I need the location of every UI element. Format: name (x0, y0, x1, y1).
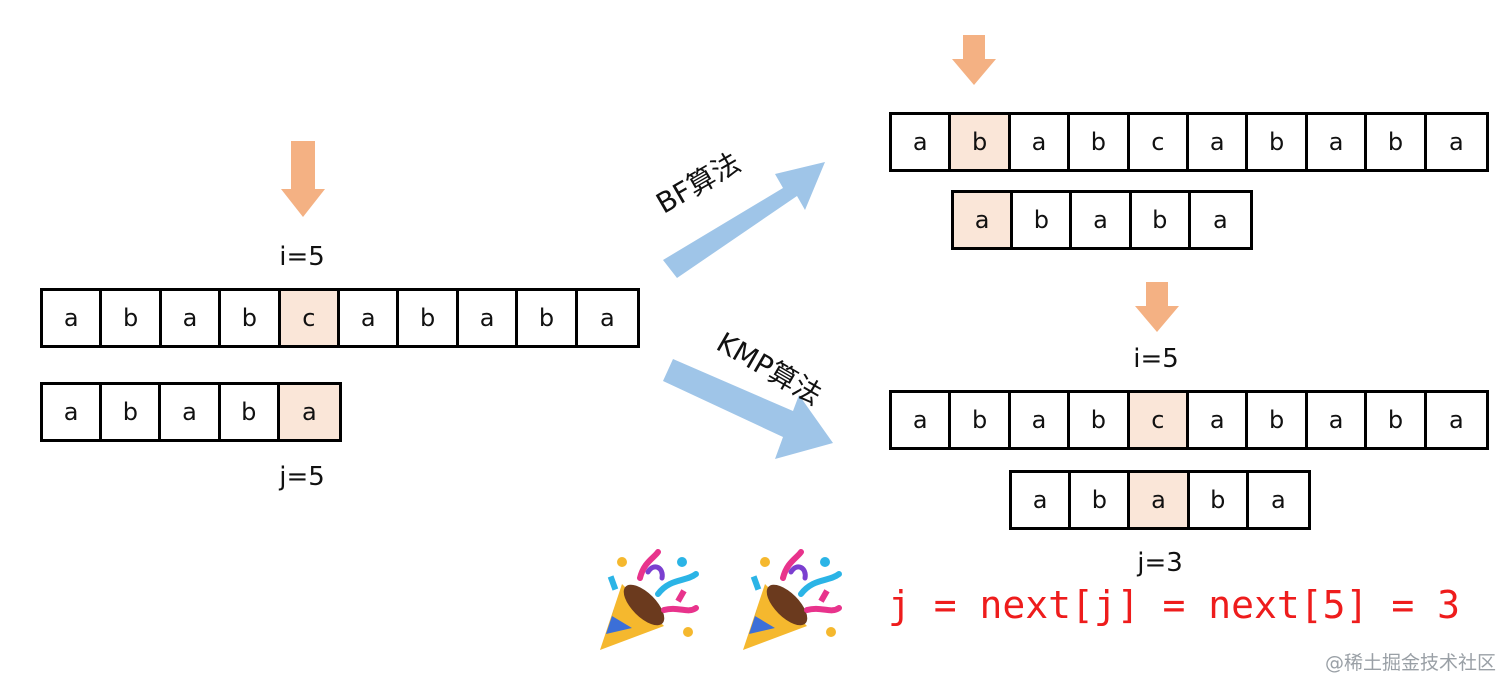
kmp-pattern-cell: a (1012, 473, 1072, 527)
kmp-text-cell-current: c (1129, 393, 1190, 447)
party-popper-icon (743, 549, 842, 650)
bf-pattern-cell: b (1013, 193, 1073, 247)
left-i-label: i=5 (279, 242, 325, 272)
pointer-arrow-left (281, 141, 325, 217)
bf-text-cell: b (1367, 115, 1427, 169)
kmp-pattern-strip: a b a b a (1009, 470, 1311, 530)
pointer-arrow-kmp (1135, 282, 1179, 332)
left-text-strip: a b a b c a b a b a (40, 288, 640, 348)
kmp-text-cell: a (1010, 393, 1071, 447)
party-popper-icon (600, 549, 699, 650)
bf-text-cell: a (1307, 115, 1368, 169)
watermark: @稀土掘金技术社区 (1324, 652, 1496, 674)
left-text-cell: b (221, 291, 281, 345)
bf-transition-arrow (663, 162, 825, 278)
bf-pattern-cell: a (1190, 193, 1250, 247)
left-text-cell: a (458, 291, 519, 345)
left-text-cell: b (399, 291, 459, 345)
left-pattern-cell-mismatch: a (279, 385, 339, 439)
kmp-text-cell: b (1248, 393, 1308, 447)
left-text-cell: a (340, 291, 400, 345)
bf-text-cell-current: b (951, 115, 1011, 169)
kmp-pattern-cell: b (1189, 473, 1249, 527)
bf-text-cell: b (1248, 115, 1308, 169)
bf-text-cell: a (1010, 115, 1071, 169)
left-pattern-cell: a (43, 385, 103, 439)
kmp-next-formula: j = next[j] = next[5] = 3 (888, 583, 1460, 627)
left-text-cell: b (518, 291, 578, 345)
kmp-j-label: j=3 (1137, 548, 1183, 578)
bf-pattern-cell: b (1131, 193, 1191, 247)
kmp-text-cell: a (1189, 393, 1249, 447)
kmp-pattern-cell-current: a (1130, 473, 1190, 527)
bf-text-cell: a (1426, 115, 1487, 169)
left-text-cell: b (102, 291, 162, 345)
bf-text-cell: c (1129, 115, 1190, 169)
bf-pattern-cell-current: a (954, 193, 1014, 247)
kmp-i-label: i=5 (1133, 344, 1179, 374)
kmp-text-cell: b (1367, 393, 1427, 447)
kmp-pattern-cell: a (1248, 473, 1308, 527)
bf-text-strip: a b a b c a b a b a (889, 112, 1489, 172)
bf-text-cell: b (1070, 115, 1130, 169)
left-pattern-strip: a b a b a (40, 382, 342, 442)
left-pattern-cell: a (161, 385, 221, 439)
left-j-label: j=5 (279, 462, 325, 492)
kmp-text-strip: a b a b c a b a b a (889, 390, 1489, 450)
pointer-arrow-bf (952, 35, 996, 85)
kmp-text-cell: a (1426, 393, 1487, 447)
bf-pattern-strip: a b a b a (951, 190, 1253, 250)
left-text-cell-mismatch: c (280, 291, 341, 345)
bf-text-cell: a (1189, 115, 1249, 169)
left-pattern-cell: b (220, 385, 280, 439)
bf-pattern-cell: a (1072, 193, 1132, 247)
bf-text-cell: a (892, 115, 952, 169)
kmp-text-cell: a (1307, 393, 1368, 447)
kmp-text-cell: a (892, 393, 952, 447)
left-text-cell: a (43, 291, 103, 345)
kmp-pattern-cell: b (1071, 473, 1131, 527)
kmp-transition-arrow (663, 359, 833, 459)
left-pattern-cell: b (102, 385, 162, 439)
kmp-text-cell: b (951, 393, 1011, 447)
kmp-text-cell: b (1070, 393, 1130, 447)
left-text-cell: a (577, 291, 638, 345)
left-text-cell: a (161, 291, 222, 345)
